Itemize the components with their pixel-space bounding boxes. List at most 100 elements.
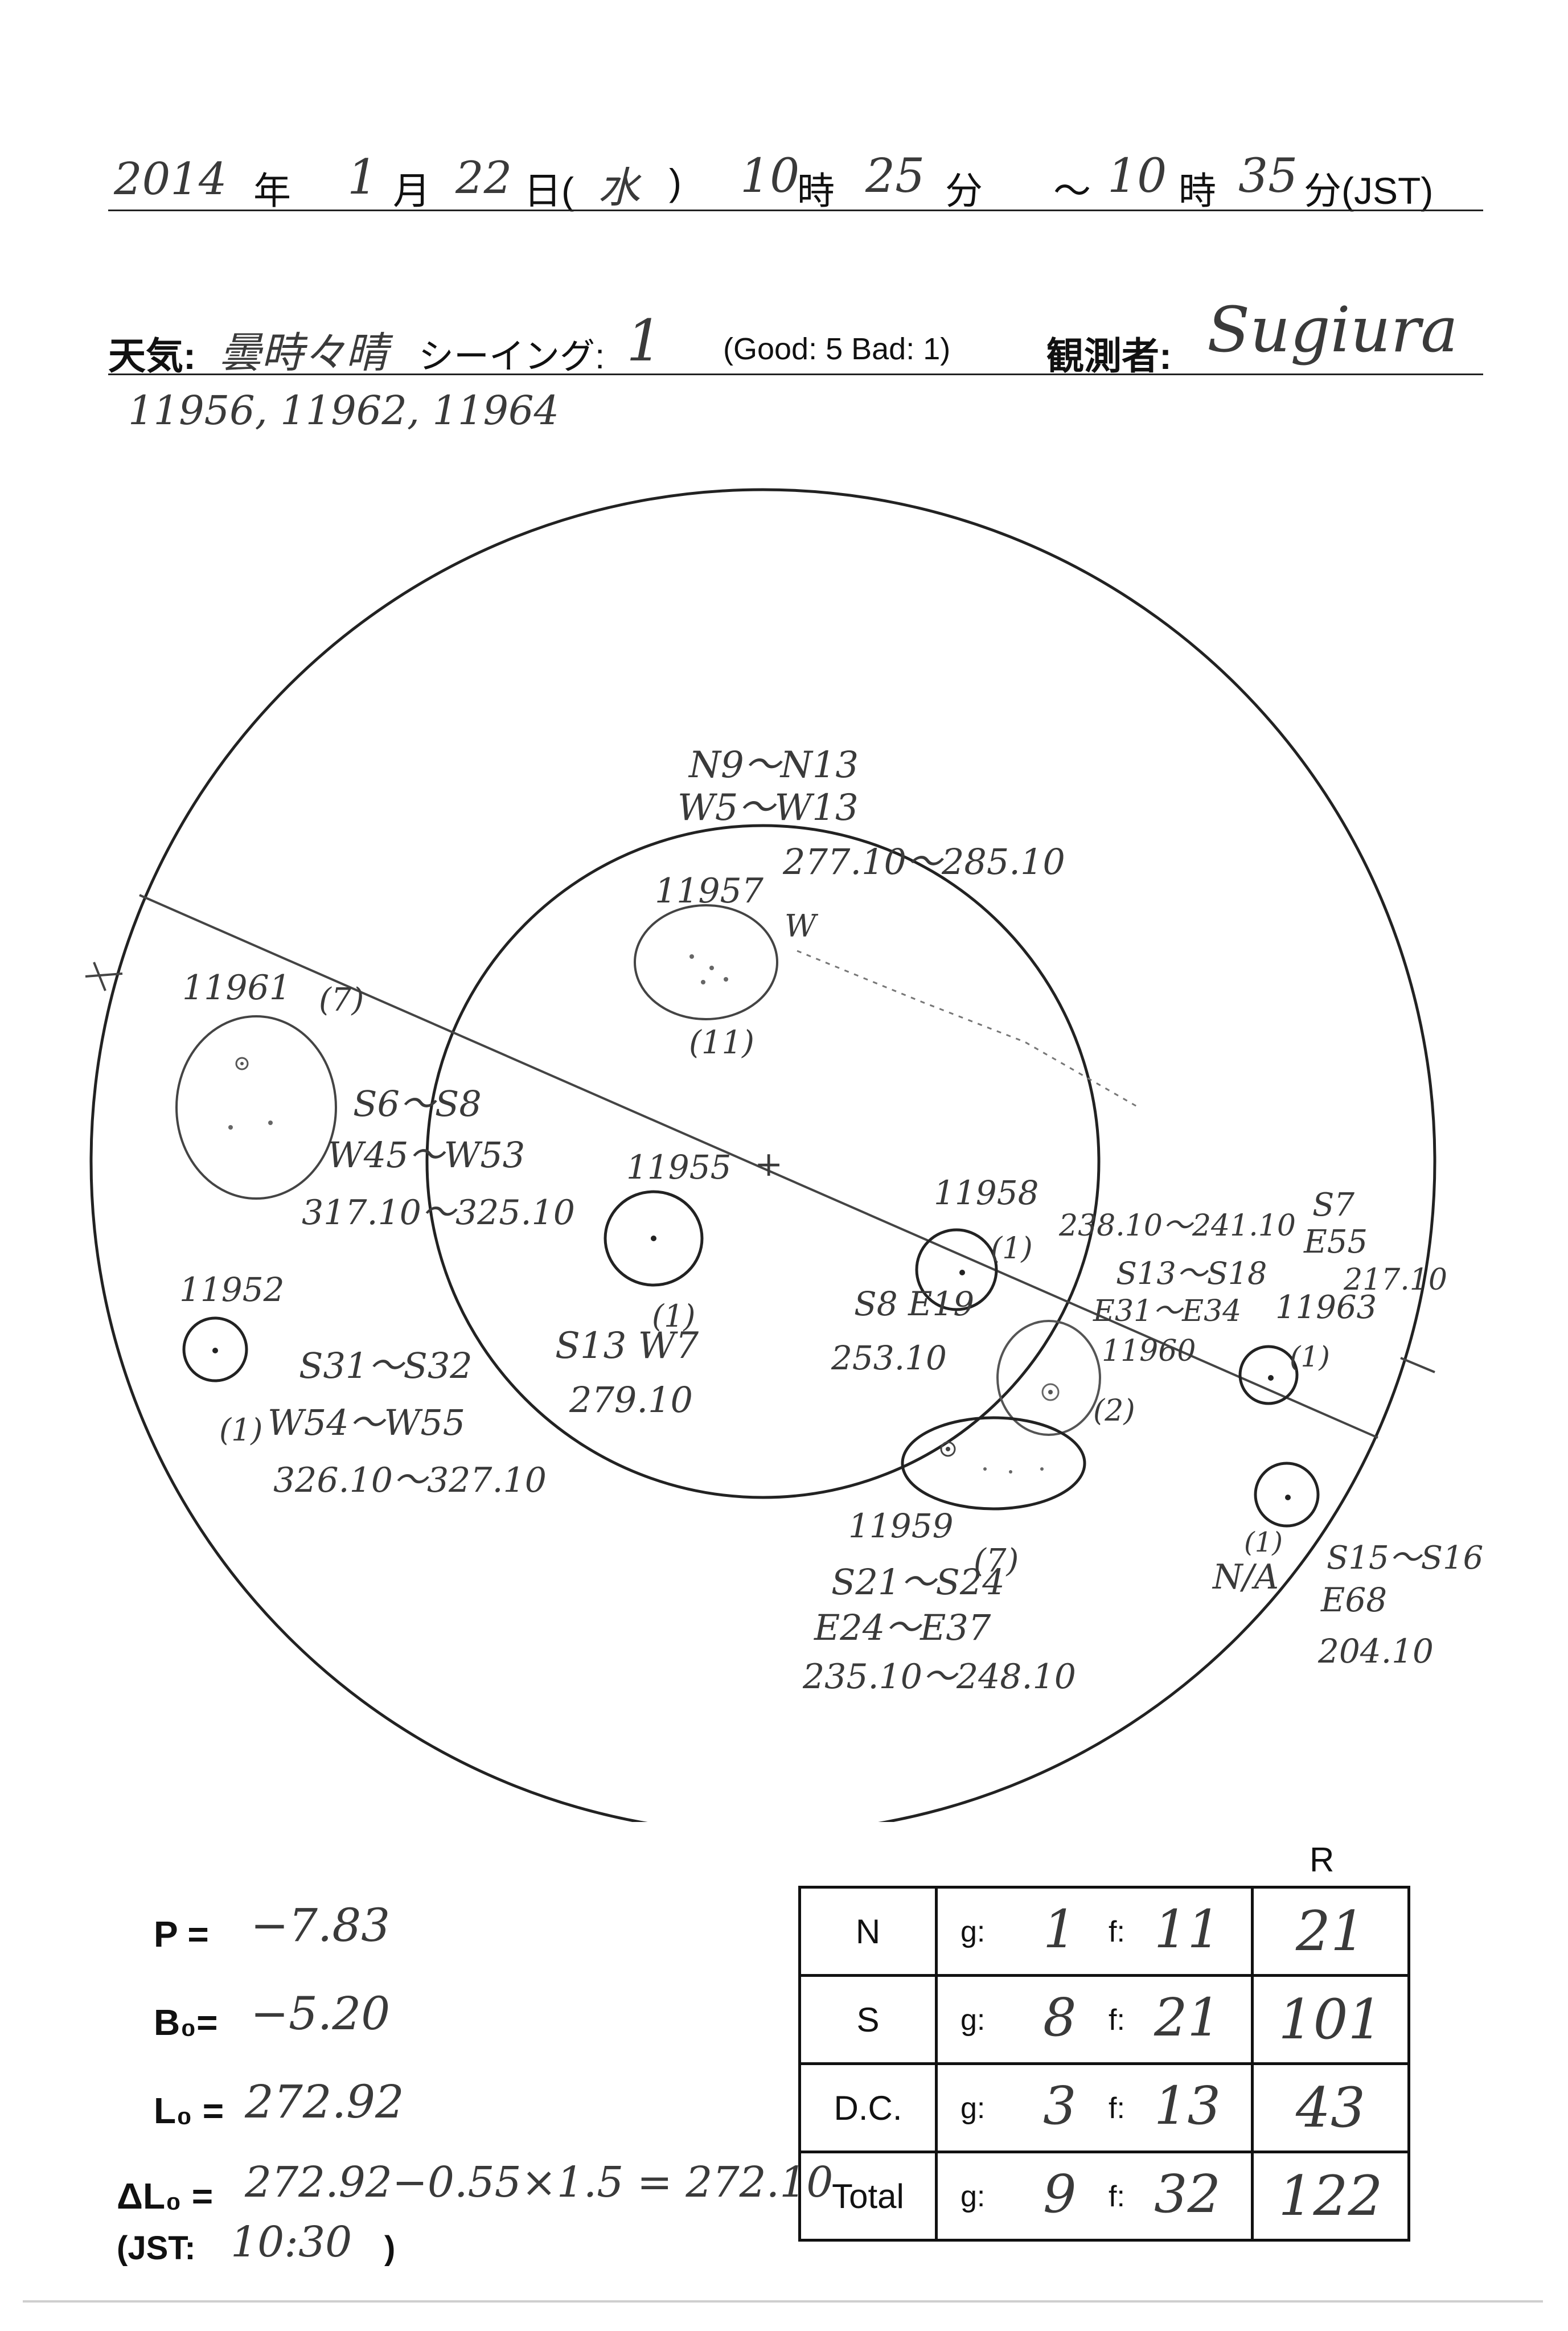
p-value: −7.83 — [251, 1899, 391, 1952]
r-value: 122 — [1278, 2164, 1383, 2228]
gf-cell: g: 8 f: 21 — [935, 1974, 1254, 2065]
r-cell: 43 — [1251, 2062, 1410, 2153]
spot-dot — [1048, 1390, 1053, 1394]
r-cell: 21 — [1251, 1886, 1410, 1977]
month-value: 1 — [347, 149, 378, 205]
group-number: 11955 — [626, 1148, 732, 1187]
weekday-value: 水 — [598, 163, 640, 212]
sunspot-region-11955 — [604, 1190, 704, 1287]
spot-dot — [235, 1057, 249, 1070]
group-count: (1) — [1244, 1526, 1283, 1558]
group-number: 11960 — [1102, 1334, 1196, 1368]
spot-dot — [1040, 1467, 1044, 1471]
spot-dot — [689, 954, 694, 959]
row-label: S — [798, 1974, 938, 2065]
group-number: 11958 — [934, 1173, 1039, 1212]
sunspot-region-11961 — [175, 1015, 337, 1200]
group-lat: S15～S16 — [1327, 1540, 1483, 1577]
group-11958: 11958 (1) S8 E19 253.10 — [831, 1173, 1039, 1377]
row-label: N — [798, 1886, 938, 1977]
group-number: 11957 — [655, 871, 764, 911]
weather-rule — [108, 374, 1483, 375]
gf-cell: g: 1 f: 11 — [935, 1886, 1254, 1977]
inner-disk-circle — [425, 824, 1101, 1499]
group-cl: 279.10 — [569, 1379, 693, 1421]
group-cl: 204.10 — [1317, 1632, 1434, 1671]
sunspot-region-11958 — [915, 1228, 998, 1311]
start-min-label: 分 — [945, 170, 983, 212]
group-na: (1) N/A S15～S16 E68 204.10 — [1212, 1462, 1483, 1671]
group-11957: 11957 (11) N9～N13 W5～W13 277.10～285.10 W — [634, 744, 1139, 1109]
delta-l0-value: 272.92−0.55×1.5 = 272.10 — [245, 2158, 834, 2207]
group-number: 11952 — [179, 1270, 285, 1309]
group-cl: 217.10 — [1343, 1263, 1447, 1297]
g-value: 9 — [1043, 2164, 1077, 2225]
spot-dot — [701, 980, 705, 984]
group-cl: 326.10～327.10 — [273, 1460, 547, 1500]
group-count: (7) — [974, 1542, 1019, 1579]
f-label: f: — [1109, 1915, 1125, 1948]
sunspot-region-11957 — [634, 904, 778, 1020]
group-count: (2) — [1093, 1394, 1135, 1428]
limb-tick-right — [1400, 1357, 1435, 1373]
f-value: 13 — [1154, 2075, 1221, 2136]
gf-cell: g: 9 f: 32 — [935, 2151, 1254, 2242]
g-label: g: — [960, 2180, 986, 2213]
r-column-header: R — [1310, 1841, 1335, 1879]
f-value: 32 — [1154, 2164, 1221, 2225]
group-11955: 11955 (1) S13 W7 279.10 — [555, 1148, 732, 1421]
year-value: 2014 — [114, 154, 227, 205]
group-count: (1) — [991, 1232, 1033, 1266]
r-cell: 101 — [1251, 1974, 1410, 2065]
group-lat: S13～S18 — [1116, 1255, 1267, 1291]
time-tilde: ～ — [1053, 170, 1091, 212]
seeing-scale-note: (Good: 5 Bad: 1) — [723, 332, 951, 366]
group-lat: S31～S32 — [299, 1345, 473, 1386]
group-cl: 253.10 — [831, 1339, 947, 1377]
table-row: Total g: 9 f: 32 122 — [798, 2151, 1410, 2242]
f-value: 11 — [1154, 1899, 1221, 1960]
group-pos: S13 W7 — [555, 1325, 699, 1367]
group-11959: 11959 (7) S21～S24 E24～E37 235.10～248.10 — [802, 1416, 1086, 1697]
footer-scan-line — [23, 2300, 1543, 2303]
group-lon: W5～W13 — [678, 787, 859, 829]
summary-table: N g: 1 f: 11 21 S g: 8 f: 21 101 D.C. g:… — [798, 1886, 1410, 2242]
g-value: 8 — [1043, 1987, 1077, 2048]
row-label: D.C. — [798, 2062, 938, 2153]
spot-dot — [940, 1441, 956, 1457]
spot-dot — [1268, 1375, 1274, 1381]
spot-dot — [946, 1447, 950, 1451]
month-label: 月 — [393, 170, 430, 212]
table-row: S g: 8 f: 21 101 — [798, 1974, 1410, 2065]
solar-disk-drawing: + 11957 (11) N9～N13 W5～W13 277.10～285.10… — [85, 488, 1483, 1822]
weather-value: 曇時々晴 — [219, 329, 388, 377]
spot-dot — [240, 1062, 244, 1065]
group-lon: E68 — [1320, 1581, 1387, 1619]
end-hour-label: 時 — [1179, 170, 1216, 212]
g-label: g: — [960, 2092, 986, 2125]
header-rule — [108, 210, 1483, 211]
group-w-mark: W — [785, 908, 819, 944]
jst-close: ) — [384, 2230, 396, 2267]
g-label: g: — [960, 2004, 986, 2037]
spot-dot — [651, 1236, 656, 1241]
start-hour-label: 時 — [797, 170, 835, 212]
group-count: (1) — [652, 1298, 696, 1334]
group-count: (1) — [1290, 1340, 1330, 1373]
group-cl: 277.10～285.10 — [782, 841, 1065, 883]
group-lat: S21～S24 — [831, 1561, 1005, 1603]
spot-dot — [959, 1270, 965, 1275]
weather-label: 天気: — [108, 335, 196, 377]
group-lon: E24～E37 — [814, 1607, 991, 1648]
group-count: (7) — [319, 982, 364, 1019]
spot-dot — [212, 1348, 218, 1353]
delta-l0-label: ΔL₀ = — [117, 2176, 214, 2217]
r-value: 21 — [1295, 1899, 1366, 1963]
equator-line — [139, 894, 1378, 1439]
weekday-close: ) — [669, 161, 682, 203]
jst-value: 10:30 — [231, 2218, 352, 2267]
group-number: N/A — [1212, 1557, 1279, 1597]
seeing-label: シーイング: — [418, 337, 605, 376]
center-mark: + — [754, 1144, 783, 1184]
spot-dot — [268, 1121, 273, 1125]
